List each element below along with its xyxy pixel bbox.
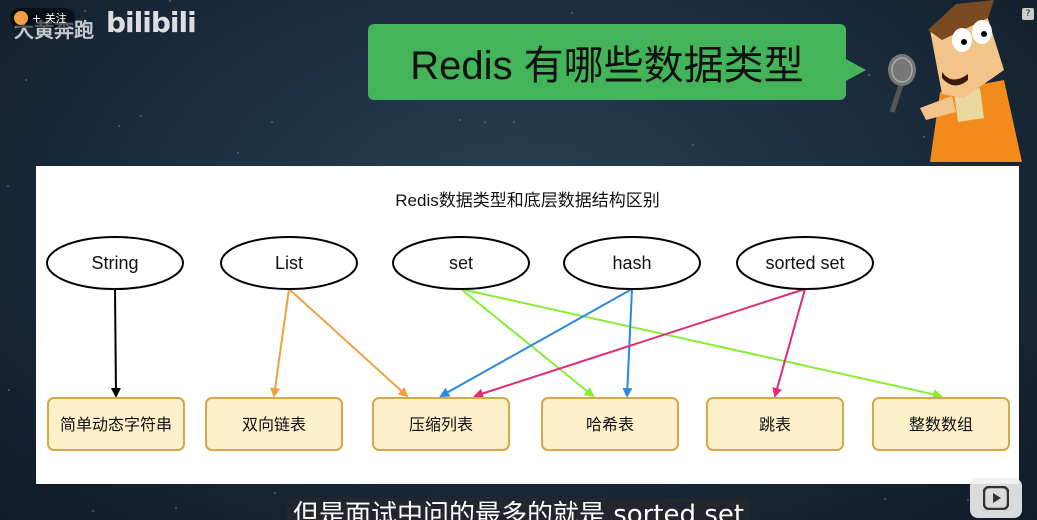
play-icon xyxy=(983,486,1009,510)
star-dot xyxy=(571,12,573,14)
star-dot xyxy=(692,144,694,146)
edge-arrow xyxy=(622,288,633,398)
star-dot xyxy=(181,25,183,27)
structure-box xyxy=(872,397,1010,451)
star-dot xyxy=(25,79,27,81)
star-dot xyxy=(484,121,486,123)
type-label: String xyxy=(91,253,138,273)
star-dot xyxy=(513,121,515,123)
edge-arrow xyxy=(270,288,290,398)
bubble-title: Redis 有哪些数据类型 xyxy=(410,44,804,88)
type-node: set xyxy=(392,236,530,290)
follow-button[interactable]: + 关注 xyxy=(10,8,75,28)
diagram-panel: Redis数据类型和底层数据结构区别 String List set hash sort… xyxy=(36,166,1019,484)
structure-box xyxy=(706,397,844,451)
structure-node: 哈希表 xyxy=(541,397,679,451)
star-dot xyxy=(868,74,870,76)
diagram-title: Redis数据类型和底层数据结构区别 xyxy=(395,191,660,210)
edge-arrow xyxy=(460,288,943,400)
bilibili-logo: bilibili xyxy=(106,6,197,39)
type-ellipse xyxy=(392,236,530,290)
star-dot xyxy=(923,136,925,138)
type-label: List xyxy=(275,253,303,273)
type-label: sorted set xyxy=(765,253,844,273)
edge-arrow xyxy=(439,288,633,397)
structure-node: 压缩列表 xyxy=(372,397,510,451)
star-dot xyxy=(169,0,171,2)
type-ellipse xyxy=(46,236,184,290)
type-node: sorted set xyxy=(736,236,874,290)
star-dot xyxy=(84,10,86,12)
edge-arrow xyxy=(288,288,409,398)
structure-label: 压缩列表 xyxy=(409,415,473,434)
subtitle-text: 但是面试中问的最多的就是 sorted set xyxy=(286,498,751,520)
star-dot xyxy=(274,492,276,494)
structure-label: 简单动态字符串 xyxy=(60,415,172,434)
structure-node: 跳表 xyxy=(706,397,844,451)
type-ellipse xyxy=(563,236,701,290)
edge-arrow xyxy=(772,288,806,398)
play-button[interactable] xyxy=(970,478,1022,518)
star-dot xyxy=(271,121,273,123)
structure-label: 哈希表 xyxy=(586,415,634,434)
type-node: String xyxy=(46,236,184,290)
star-dot xyxy=(237,152,239,154)
structure-node: 整数数组 xyxy=(872,397,1010,451)
structure-box xyxy=(205,397,343,451)
structure-box xyxy=(372,397,510,451)
structure-label: 双向链表 xyxy=(242,415,306,434)
edge-arrow xyxy=(460,288,595,398)
cartoon-presenter-icon xyxy=(888,0,1022,162)
star-dot xyxy=(884,498,886,500)
speech-bubble-tail xyxy=(844,58,866,82)
structure-node: 简单动态字符串 xyxy=(47,397,185,451)
edge-arrow xyxy=(110,288,121,398)
type-node: List xyxy=(220,236,358,290)
type-node: hash xyxy=(563,236,701,290)
type-label: set xyxy=(449,253,473,273)
follow-label: + 关注 xyxy=(32,12,67,25)
edge-arrow xyxy=(473,288,806,399)
type-label: hash xyxy=(612,253,651,273)
structure-label: 跳表 xyxy=(759,415,791,434)
diagram-canvas: String List set hash sorted set 简单动态字符串 双向链表 压缩… xyxy=(46,236,1010,451)
star-dot xyxy=(8,389,10,391)
star-dot xyxy=(92,510,94,512)
avatar-icon xyxy=(14,11,28,25)
structure-box xyxy=(541,397,679,451)
star-dot xyxy=(459,119,461,121)
star-dot xyxy=(173,19,175,21)
structure-label: 整数数组 xyxy=(909,415,973,434)
help-icon[interactable]: ? xyxy=(1022,8,1034,20)
type-ellipse xyxy=(220,236,358,290)
structure-box xyxy=(47,397,185,451)
structure-node: 双向链表 xyxy=(205,397,343,451)
star-dot xyxy=(118,125,120,127)
star-dot xyxy=(7,185,9,187)
star-dot xyxy=(967,499,969,501)
subtitle-caption: 但是面试中问的最多的就是 sorted set xyxy=(0,494,1037,520)
speech-bubble: Redis 有哪些数据类型 xyxy=(368,24,846,100)
type-ellipse xyxy=(736,236,874,290)
star-dot xyxy=(175,507,177,509)
star-dot xyxy=(140,115,142,117)
